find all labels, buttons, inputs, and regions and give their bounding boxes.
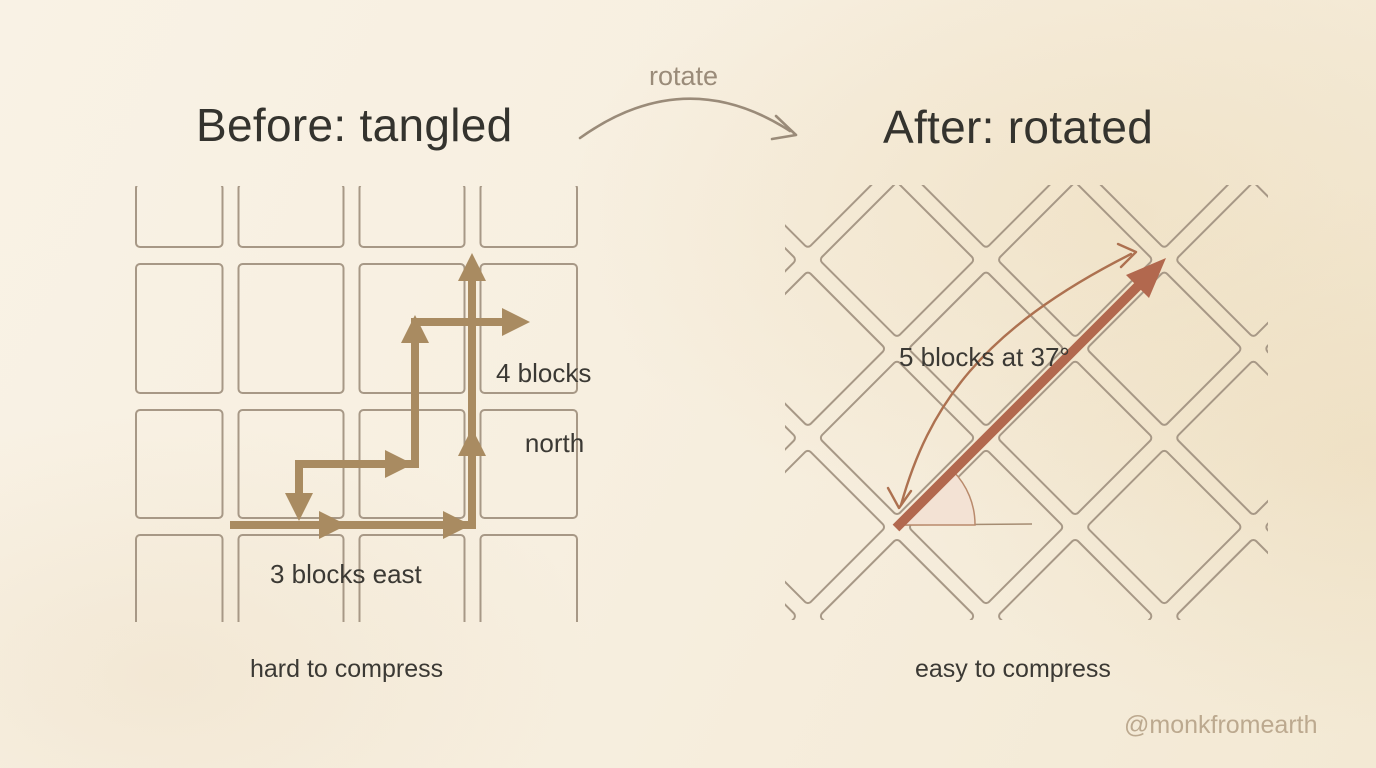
city-block (1087, 627, 1243, 768)
city-block (1087, 185, 1242, 248)
city-block (237, 534, 345, 622)
city-block (998, 360, 1153, 516)
arrowhead-detour-east (385, 450, 413, 478)
city-block (1176, 185, 1268, 337)
city-block (358, 186, 466, 248)
city-block (1354, 360, 1376, 516)
city-block (1087, 449, 1242, 605)
city-block (785, 185, 886, 248)
city-block (998, 185, 1153, 337)
city-block (374, 627, 530, 768)
east-label: 3 blocks east (270, 559, 422, 589)
caption-easy-to-compress: easy to compress (915, 655, 1111, 683)
city-block (785, 360, 796, 516)
city-block (908, 0, 1064, 70)
city-block (1176, 538, 1268, 620)
watermark: @monkfromearth (1124, 711, 1318, 739)
city-block (1265, 449, 1268, 605)
city-block (785, 449, 886, 605)
city-block (463, 182, 619, 338)
city-block (552, 93, 708, 249)
arrowhead-north-mid (458, 428, 486, 456)
rotated-blocks (17, 0, 1376, 768)
city-block (819, 538, 975, 620)
vector-arrow (892, 258, 1166, 532)
city-block (1354, 538, 1376, 694)
city-block (730, 0, 886, 70)
city-block (785, 185, 796, 337)
city-block (908, 627, 1064, 768)
city-block (196, 271, 352, 427)
path-segment-detour (299, 318, 505, 468)
city-block (463, 538, 619, 694)
rotate-label: rotate (649, 61, 719, 91)
city-block (135, 263, 224, 394)
angle-wedge (897, 469, 1033, 526)
tangled-path (230, 253, 530, 539)
city-block (730, 627, 886, 768)
north-label: 4 blocks north (496, 356, 591, 461)
city-block (135, 534, 224, 622)
city-block (908, 185, 1064, 248)
city-block (819, 360, 975, 516)
rotate-arrow (578, 97, 798, 141)
rotation-arc-head-bottom (886, 486, 913, 510)
caption-hard-to-compress: hard to compress (250, 655, 444, 683)
city-block (641, 717, 797, 768)
city-block (135, 186, 224, 248)
city-block (785, 538, 796, 620)
arrowhead-east-corner (443, 511, 471, 539)
rotate-arc (578, 97, 792, 140)
rotation-arc-head-top (1116, 242, 1138, 269)
city-block (237, 263, 345, 394)
city-block (285, 182, 441, 338)
city-grid-right (17, 0, 1376, 768)
rotation-arc-curve (899, 252, 1133, 507)
rotation-arc (886, 242, 1138, 510)
city-block (196, 627, 352, 768)
city-block (785, 271, 886, 426)
arrowhead-drop-south (285, 493, 313, 521)
city-block (552, 0, 708, 70)
city-block (1176, 360, 1268, 516)
city-block (17, 449, 173, 605)
vector-label: 5 blocks at 37° (899, 342, 1070, 372)
city-block (1265, 271, 1268, 426)
city-block (1087, 271, 1242, 426)
city-block (479, 409, 578, 519)
before-title: Before: tangled (196, 99, 513, 151)
city-block (1265, 627, 1376, 768)
city-block (819, 717, 975, 768)
city-block (479, 534, 578, 622)
city-block (819, 185, 975, 337)
city-block (552, 449, 708, 605)
after-title: After: rotated (883, 101, 1154, 153)
city-block (358, 534, 466, 622)
arrowhead-east-mid (319, 511, 347, 539)
north-label-line2: north (524, 428, 585, 458)
arrowhead-detour-north (401, 315, 429, 343)
city-block (908, 271, 1064, 426)
rotate-arrowhead (770, 114, 798, 141)
city-block (998, 538, 1153, 620)
city-block (135, 409, 224, 519)
city-block (479, 263, 578, 394)
vector-shaft (892, 280, 1144, 532)
north-label-line1: 4 blocks (496, 358, 592, 388)
city-block (552, 627, 708, 768)
arrowhead-detour-end (502, 308, 530, 336)
vector-arrowhead (1126, 258, 1166, 298)
arrowhead-north-top (458, 253, 486, 281)
city-block (463, 717, 619, 768)
city-block (285, 717, 441, 768)
city-block (479, 186, 578, 248)
city-block (908, 449, 1064, 605)
city-block (237, 186, 345, 248)
